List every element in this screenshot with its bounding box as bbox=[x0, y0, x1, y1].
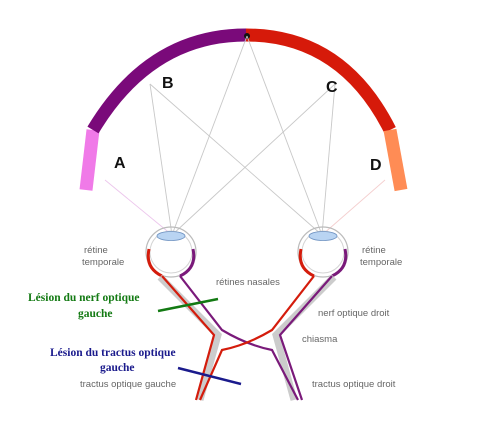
field-segment-b bbox=[87, 28, 247, 134]
left-eye bbox=[145, 226, 197, 278]
label-optic-nerve-right: nerf optique droit bbox=[318, 308, 390, 319]
label-optic-tract-right: tractus optique droit bbox=[312, 379, 396, 390]
lesion-optic-tract-label-line1: Lésion du tractus optique bbox=[50, 347, 176, 359]
label-b: B bbox=[162, 75, 174, 92]
label-retina-temporal-right-line1: rétine bbox=[362, 245, 386, 256]
right-retina-nasal bbox=[298, 248, 315, 278]
label-retina-temporal-right-line2: temporale bbox=[360, 257, 402, 268]
lesion-marker-optic-tract bbox=[177, 366, 242, 386]
left-retina-nasal bbox=[179, 248, 196, 278]
lesion-marker-optic-nerve bbox=[157, 297, 219, 313]
lesion-optic-nerve-label-line2: gauche bbox=[78, 308, 113, 320]
label-retinas-nasal: rétines nasales bbox=[216, 277, 280, 288]
label-retina-temporal-left-line2: temporale bbox=[82, 257, 124, 268]
label-c: C bbox=[326, 79, 338, 96]
fibre-right-temporal bbox=[278, 275, 333, 401]
lesion-optic-tract-label-line2: gauche bbox=[100, 362, 135, 374]
left-retina-temporal bbox=[146, 248, 163, 278]
left-lens bbox=[156, 231, 186, 241]
fibre-left-temporal bbox=[161, 275, 216, 401]
field-segment-a bbox=[79, 129, 100, 191]
lesion-optic-nerve-label-line1: Lésion du nerf optique bbox=[28, 292, 140, 304]
field-segment-c bbox=[245, 28, 396, 133]
right-eye bbox=[297, 226, 349, 278]
visual-field-arc bbox=[79, 28, 408, 192]
field-segment-d bbox=[383, 128, 408, 192]
label-retina-temporal-left-line1: rétine bbox=[84, 245, 108, 256]
label-d: D bbox=[370, 157, 382, 174]
label-optic-tract-left: tractus optique gauche bbox=[80, 379, 176, 390]
fibre-right-nasal bbox=[198, 275, 315, 401]
label-chiasm: chiasma bbox=[302, 334, 338, 345]
optic-fibres bbox=[157, 274, 337, 401]
label-a: A bbox=[114, 155, 126, 172]
projection-lines bbox=[104, 35, 386, 236]
right-lens bbox=[308, 231, 338, 241]
right-retina-temporal bbox=[331, 248, 348, 278]
